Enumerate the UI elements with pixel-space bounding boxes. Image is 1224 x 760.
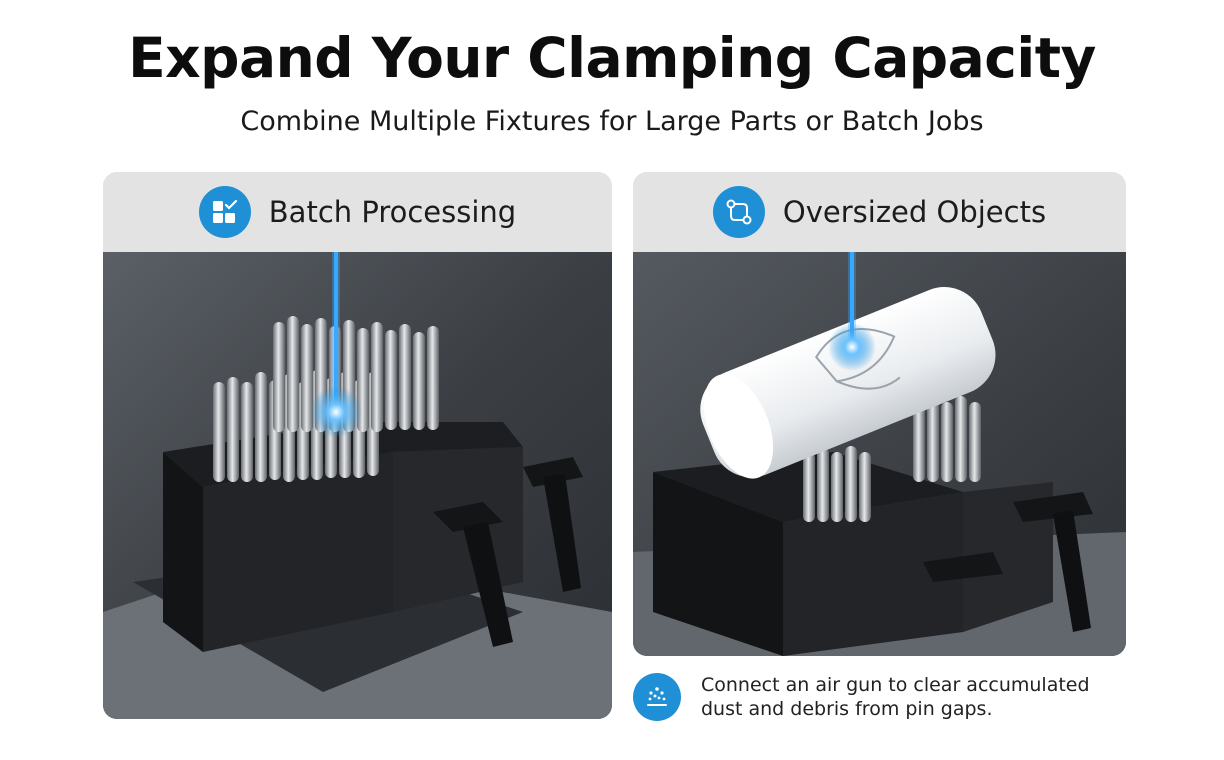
air-dust-icon	[633, 673, 681, 721]
batch-processing-card: Batch Processing	[103, 172, 612, 719]
note-line-1: Connect an air gun to clear accumulated	[701, 674, 1090, 696]
card-header: Batch Processing	[103, 172, 612, 252]
oversized-objects-card: Oversized Objects	[633, 172, 1126, 656]
grid-check-icon	[198, 186, 251, 238]
oversized-objects-photo	[633, 252, 1126, 656]
page-subtitle: Combine Multiple Fixtures for Large Part…	[240, 106, 984, 137]
page-title: Expand Your Clamping Capacity	[128, 26, 1096, 90]
connect-nodes-icon	[712, 186, 765, 238]
note-line-2: dust and debris from pin gaps.	[701, 698, 993, 720]
card-title: Batch Processing	[268, 195, 517, 229]
air-gun-note: Connect an air gun to clear accumulated …	[633, 672, 1153, 722]
card-header: Oversized Objects	[633, 172, 1126, 252]
card-title: Oversized Objects	[782, 195, 1047, 229]
batch-processing-photo	[103, 252, 612, 719]
note-text: Connect an air gun to clear accumulated …	[701, 673, 1090, 721]
